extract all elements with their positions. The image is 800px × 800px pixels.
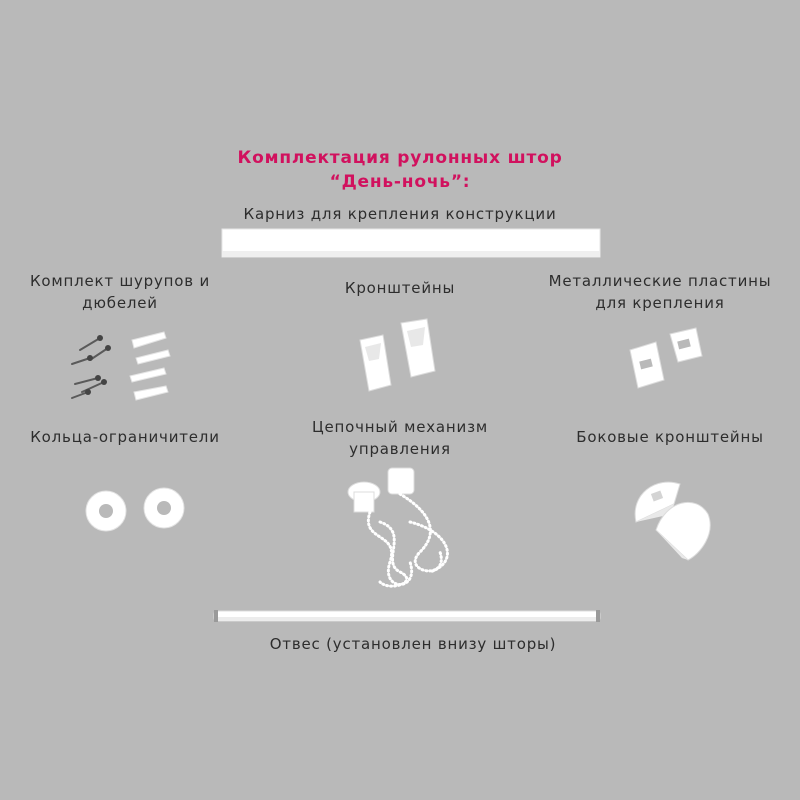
chain-label-line1: Цепочный механизм bbox=[312, 418, 488, 436]
cornice-rail-image bbox=[221, 228, 601, 259]
page-title-line2: “День-ночь”: bbox=[329, 172, 471, 192]
rings-label: Кольца-ограничители bbox=[30, 428, 220, 446]
plates-label-line1: Металлические пластины bbox=[548, 272, 772, 290]
page-title-line1: Комплектация рулонных штор bbox=[237, 148, 563, 168]
screws-label-line2: дюбелей bbox=[82, 294, 158, 312]
bottom-weight-bar-image bbox=[213, 608, 601, 624]
cornice-label: Карниз для крепления конструкции bbox=[243, 205, 557, 223]
side-brackets-image bbox=[626, 474, 726, 564]
chain-label-line2: управления bbox=[349, 440, 451, 458]
brackets-label: Кронштейны bbox=[344, 279, 456, 297]
metal-plates-image bbox=[620, 320, 710, 400]
brackets-image bbox=[355, 315, 445, 395]
limiter-rings-image bbox=[84, 487, 188, 534]
weight-label: Отвес (установлен внизу шторы) bbox=[269, 635, 557, 653]
side-brackets-label: Боковые кронштейны bbox=[576, 428, 764, 446]
screws-dowels-image bbox=[60, 320, 190, 410]
plates-label-line2: для крепления bbox=[595, 294, 725, 312]
screws-label-line1: Комплект шурупов и bbox=[29, 272, 211, 290]
chain-mechanism-image bbox=[340, 462, 470, 602]
